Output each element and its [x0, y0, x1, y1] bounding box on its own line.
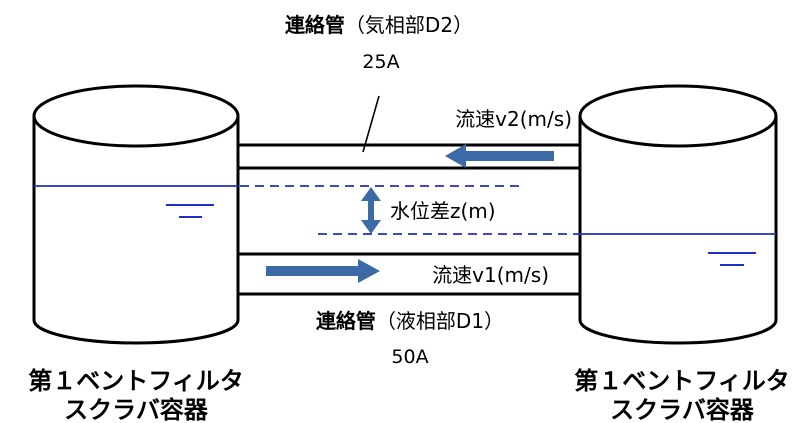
gas-pipe-leader-line: [362, 95, 380, 153]
liquid-flow-label: 流速v1(m/s): [432, 263, 549, 287]
right-vessel-label-line2: スクラバ容器: [610, 396, 755, 423]
gas-flow-label: 流速v2(m/s): [455, 107, 572, 131]
level-difference-arrow-icon: [361, 187, 381, 234]
right-vessel-label-line1: 第１ベントフィルタ: [574, 367, 790, 395]
liquid-pipe-title-bold: 連絡管: [316, 309, 376, 333]
gas-pipe-title-bold: 連絡管: [285, 13, 345, 37]
right-water-surface-icon: [708, 252, 756, 266]
level-diff-label: 水位差z(m): [390, 199, 496, 223]
gas-pipe-title: 連絡管（気相部D2）: [285, 13, 473, 37]
right-vessel: [578, 84, 778, 345]
liquid-pipe-size: 50A: [391, 346, 428, 368]
gas-pipe-size: 25A: [362, 51, 399, 73]
left-vessel: [32, 84, 240, 345]
left-water-surface-icon: [166, 204, 214, 218]
left-vessel-label-line2: スクラバ容器: [64, 396, 209, 423]
liquid-flow-arrow-icon: [266, 259, 380, 283]
gas-pipe-title-rest: （気相部D2）: [345, 13, 473, 37]
gas-flow-arrow-icon: [445, 144, 554, 168]
left-vessel-label-line1: 第１ベントフィルタ: [28, 367, 244, 395]
gas-phase-pipe: [238, 143, 580, 170]
liquid-phase-pipe: [238, 252, 580, 296]
liquid-pipe-title-rest: （液相部D1）: [376, 309, 504, 333]
liquid-pipe-title: 連絡管（液相部D1）: [316, 309, 504, 333]
water-levels: [34, 185, 776, 235]
